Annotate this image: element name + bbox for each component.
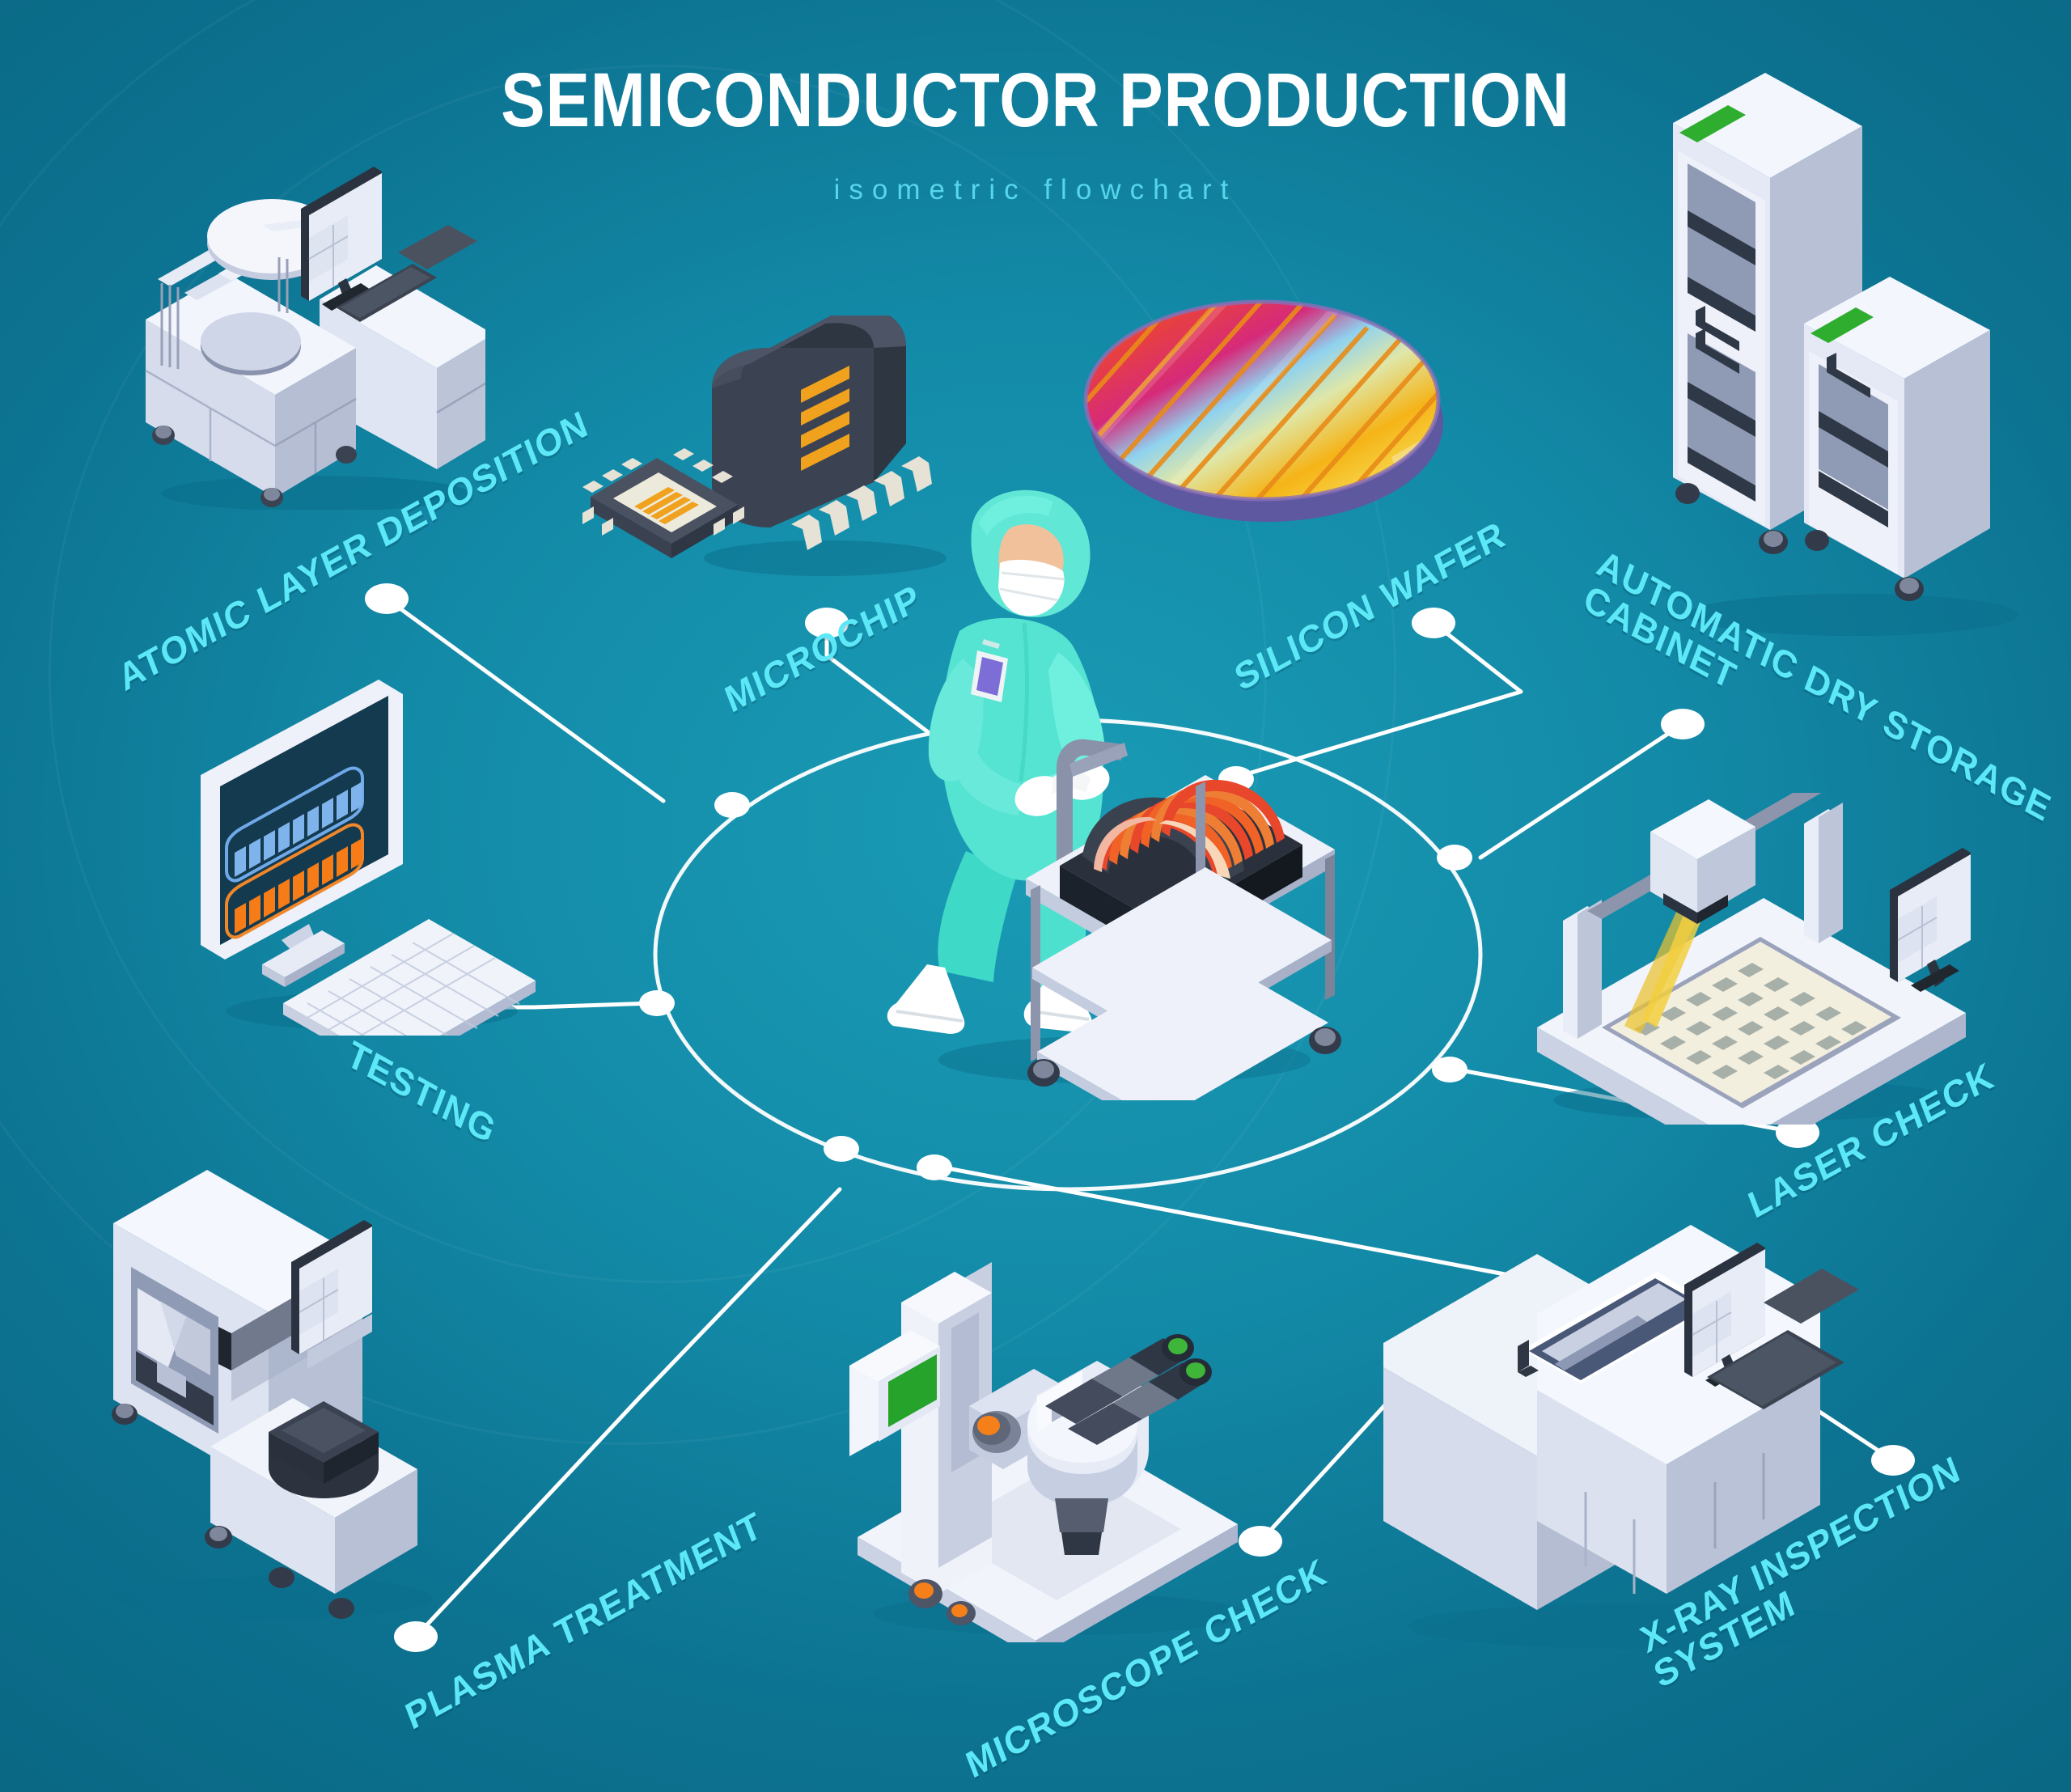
testing-bar-top-segments [235,782,362,877]
connector-plasma [413,1187,842,1639]
equipment-testing[interactable] [186,680,566,1036]
hub-dot-w [639,990,675,1016]
hub-dot-nw [714,792,750,818]
wafer-cart [1026,739,1341,1100]
dot-ald [365,583,409,614]
hub-dot-se [1432,1057,1467,1082]
hub-dot-e [1437,845,1472,871]
equipment-microchip[interactable] [582,316,971,591]
equipment-x-ray-inspection-system[interactable] [1367,1205,1917,1659]
center-technician-with-cart[interactable] [882,485,1367,1100]
dot-storage [1661,709,1705,739]
page-subtitle: isometric flowchart [833,174,1238,205]
equipment-atomic-layer-deposition[interactable] [113,162,485,510]
testing-bar-bottom-segments [235,838,362,934]
hub-dot-s [917,1154,952,1180]
equipment-plasma-treatment[interactable] [89,1108,469,1626]
equipment-automatic-dry-storage-cabinet[interactable] [1650,73,2039,647]
page-title: SEMICONDUCTOR PRODUCTION [501,57,1570,143]
equipment-silicon-wafer[interactable] [1076,295,1448,522]
equipment-microscope-check[interactable] [825,1189,1278,1642]
dot-silicon-wafer [1412,608,1455,638]
hub-dot-sw [824,1136,859,1162]
equipment-laser-check[interactable] [1513,793,1998,1125]
